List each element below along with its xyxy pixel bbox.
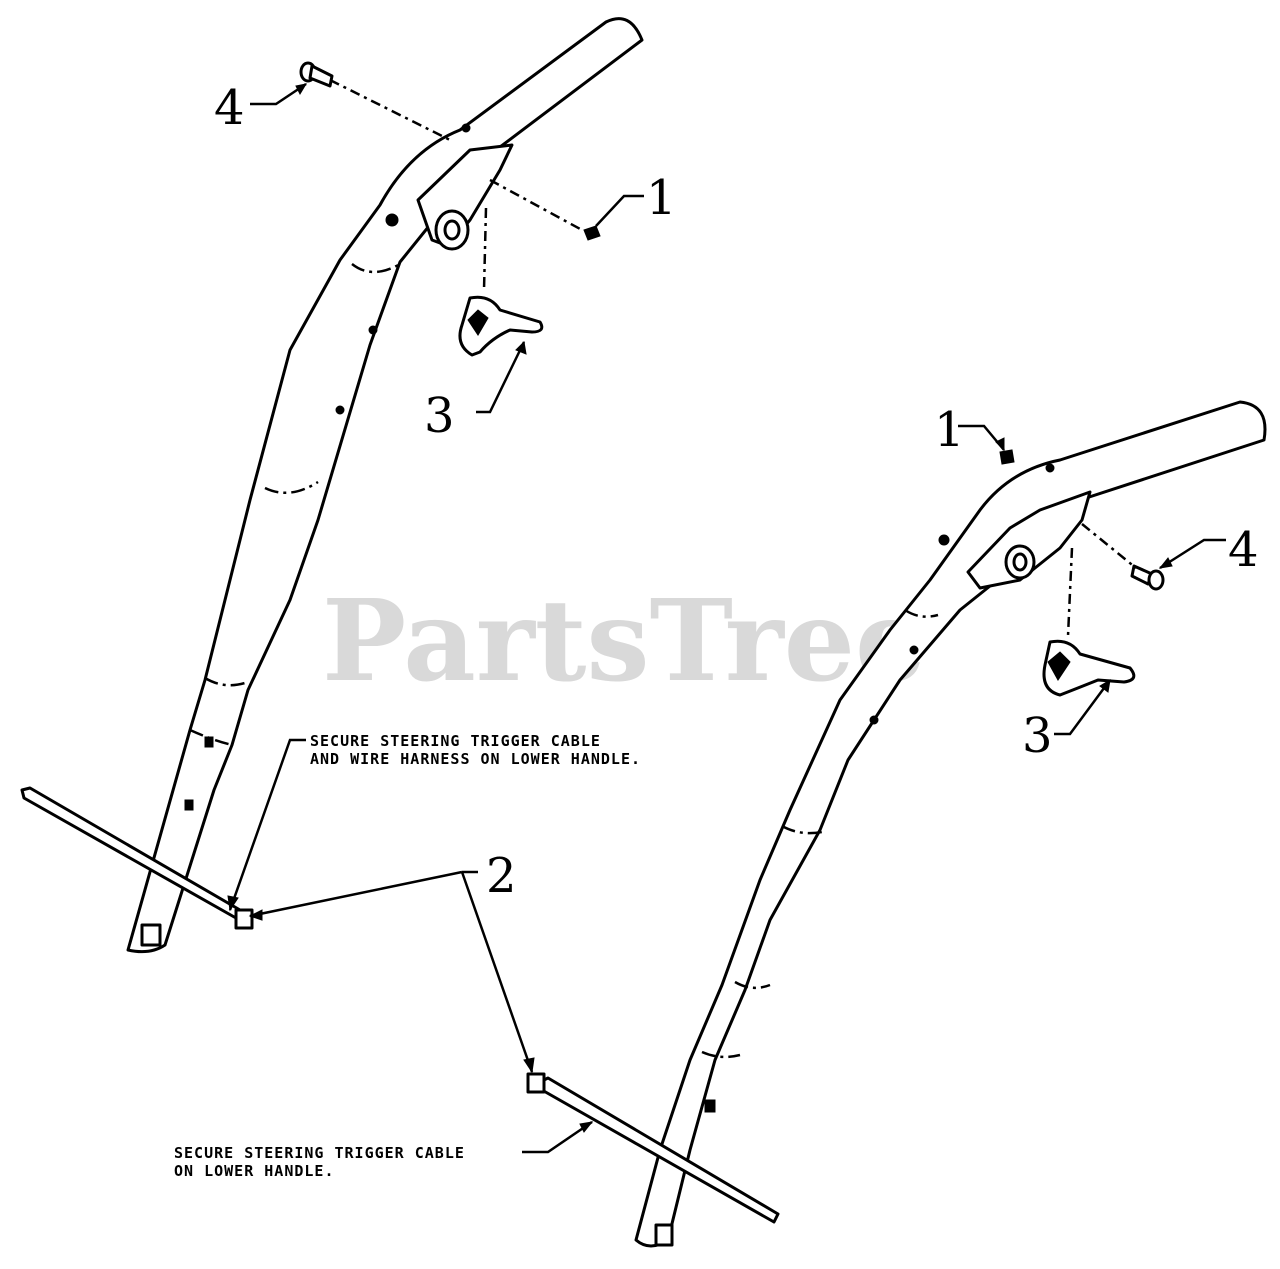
lower-note-line-2: ON LOWER HANDLE. — [174, 1162, 335, 1180]
left-callout-1-leader — [595, 194, 644, 227]
right-handle-tube — [634, 400, 1267, 1248]
left-tube-hole-side — [385, 213, 399, 227]
right-tube-hole-2 — [869, 715, 879, 725]
watermark: PartsTree TM — [322, 576, 938, 707]
left-cable-tie — [20, 786, 254, 930]
lower-note-line-1: SECURE STEERING TRIGGER CABLE — [174, 1144, 465, 1162]
left-clip-slot-1 — [204, 736, 214, 748]
left-handle-tube — [126, 17, 644, 954]
upper-note-line-1: SECURE STEERING TRIGGER CABLE — [310, 732, 601, 750]
right-callout-4: 4 — [1228, 522, 1259, 578]
right-clip-slot — [704, 1099, 716, 1113]
left-trigger-grip — [467, 309, 489, 336]
right-tube-hole-top — [1045, 463, 1055, 473]
watermark-text: PartsTree — [322, 576, 926, 707]
right-tube-end-tab — [654, 1223, 674, 1247]
left-callout-4: 4 — [214, 80, 245, 136]
lower-note-leader — [522, 1120, 593, 1154]
left-callout-2-leader-b — [460, 871, 534, 1073]
right-callout-1: 1 — [934, 402, 965, 458]
left-cable-tie-head — [234, 908, 254, 930]
right-handle — [634, 400, 1267, 1248]
right-tube-hole-1 — [909, 645, 919, 655]
left-callout-2-leader-a — [249, 870, 463, 918]
right-cable-tie-head — [526, 1072, 546, 1094]
left-callout-3: 3 — [424, 388, 455, 444]
left-tube-end-tab — [140, 923, 162, 947]
right-bracket — [966, 490, 1092, 590]
left-callout-4-leader — [250, 82, 307, 106]
upper-note-leader — [228, 738, 306, 911]
upper-note-line-2: AND WIRE HARNESS ON LOWER HANDLE. — [310, 750, 641, 768]
left-pivot-hole — [443, 219, 461, 241]
left-tube-hole-top — [461, 123, 471, 133]
right-callout-3-leader — [1054, 679, 1112, 736]
left-callout-3-leader — [476, 341, 526, 414]
right-trigger-grip — [1047, 651, 1071, 681]
right-callout-1-leader — [958, 424, 1005, 451]
right-cable-tie — [526, 1072, 780, 1224]
right-pivot-hole — [1012, 552, 1028, 572]
right-clevis-pin — [1130, 564, 1165, 591]
left-clip-slot-2 — [184, 799, 194, 811]
left-tube-hole-1 — [368, 325, 378, 335]
left-callout-1: 1 — [646, 170, 677, 226]
callout-2: 2 — [486, 848, 517, 904]
right-hairpin-clip — [999, 449, 1015, 465]
left-tube-hole-2 — [335, 405, 345, 415]
left-clevis-pin — [299, 61, 334, 88]
left-handle — [126, 17, 644, 954]
left-hairpin-clip — [583, 225, 601, 241]
right-steering-trigger — [1042, 639, 1136, 697]
right-callout-3: 3 — [1022, 708, 1053, 764]
right-tube-hole-side — [938, 534, 950, 546]
right-callout-4-leader — [1159, 538, 1226, 570]
